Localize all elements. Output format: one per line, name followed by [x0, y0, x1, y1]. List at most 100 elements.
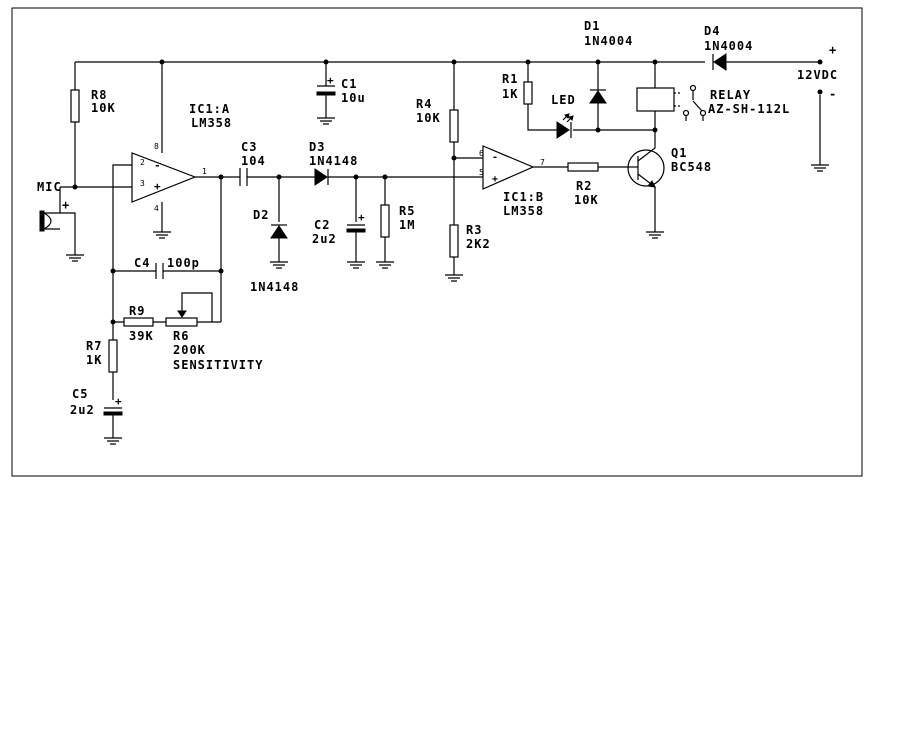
- ic1b-pin5: 5: [479, 168, 484, 177]
- ground-icon: [317, 117, 335, 125]
- supply-plus-label: +: [829, 43, 837, 57]
- ground-icon: [376, 261, 394, 269]
- relay-value: AZ-SH-112L: [708, 102, 790, 116]
- r3-ref: R3: [466, 223, 482, 237]
- r6-value: 200K: [173, 343, 206, 357]
- r7-value: 1K: [86, 353, 102, 367]
- r2-ref: R2: [576, 179, 592, 193]
- r1-value: 1K: [502, 87, 518, 101]
- resistor-r4: [449, 109, 459, 143]
- ic1b-pin6: 6: [479, 149, 484, 158]
- supply-minus-label: -: [829, 87, 837, 101]
- resistor-r7: [108, 339, 118, 373]
- ic1b-ref: IC1:B: [503, 190, 544, 204]
- c4-ref: C4: [134, 256, 150, 270]
- junctions: [72, 59, 658, 325]
- ground-icon: [445, 274, 463, 282]
- ic1a-pin2: 2: [140, 158, 145, 167]
- diode-d3: [314, 168, 329, 186]
- relay-icon: [636, 84, 707, 117]
- c5-ref: C5: [72, 387, 88, 401]
- resistor-r8: [70, 89, 80, 123]
- c3-ref: C3: [241, 140, 257, 154]
- capacitor-c4: [155, 263, 164, 279]
- d4-value: 1N4004: [704, 39, 753, 53]
- r5-ref: R5: [399, 204, 415, 218]
- opamp-ic1b: - +: [482, 145, 535, 190]
- svg-text:-: -: [154, 159, 162, 172]
- capacitor-c3: [239, 168, 248, 186]
- ground-icon: [153, 231, 171, 239]
- r8-value: 10K: [91, 101, 116, 115]
- ic1a-value: LM358: [191, 116, 232, 130]
- ic1b-pin7: 7: [540, 158, 545, 167]
- c2-value: 2u2: [312, 232, 337, 246]
- d3-value: 1N4148: [309, 154, 358, 168]
- r2-value: 10K: [574, 193, 599, 207]
- resistor-r5: [380, 204, 390, 238]
- svg-text:+: +: [358, 211, 366, 224]
- ground-icon: [104, 437, 122, 445]
- supply-terminals: [817, 59, 823, 95]
- ic1b-value: LM358: [503, 204, 544, 218]
- ic1a-pin8: 8: [154, 142, 159, 151]
- diode-d1: [589, 89, 607, 104]
- ground-icon: [347, 261, 365, 269]
- ground-icon: [270, 261, 288, 269]
- r4-value: 10K: [416, 111, 441, 125]
- resistor-r2: [567, 162, 599, 172]
- r3-value: 2K2: [466, 237, 491, 251]
- supply-voltage-label: 12VDC: [797, 68, 838, 82]
- c2-ref: C2: [314, 218, 330, 232]
- r1-ref: R1: [502, 72, 518, 86]
- d2-value: 1N4148: [250, 280, 299, 294]
- svg-text:+: +: [492, 174, 499, 185]
- d3-ref: D3: [309, 140, 325, 154]
- ic1a-pin4: 4: [154, 204, 159, 213]
- capacitor-c5: +: [103, 395, 123, 416]
- c3-value: 104: [241, 154, 266, 168]
- r5-value: 1M: [399, 218, 415, 232]
- ic1a-pin3: 3: [140, 179, 145, 188]
- microphone-icon: [39, 187, 61, 232]
- ground-icon: [811, 164, 829, 172]
- opamp-ic1a: - +: [131, 152, 197, 203]
- transistor-q1: [627, 142, 665, 194]
- c5-value: 2u2: [70, 403, 95, 417]
- ic1a-ref: IC1:A: [189, 102, 230, 116]
- relay-ref: RELAY: [710, 88, 751, 102]
- mic-label: MIC: [37, 180, 62, 194]
- svg-text:+: +: [154, 180, 162, 193]
- c1-ref: C1: [341, 77, 357, 91]
- resistor-r9: [123, 317, 154, 327]
- ic1a-pin1: 1: [202, 167, 207, 176]
- r6-name: SENSITIVITY: [173, 358, 263, 372]
- r9-value: 39K: [129, 329, 154, 343]
- svg-text:+: +: [115, 395, 123, 408]
- capacitor-c1: +: [316, 74, 336, 96]
- d1-value: 1N4004: [584, 34, 633, 48]
- svg-text:-: -: [492, 152, 499, 163]
- c4-value: 100p: [167, 256, 200, 270]
- led-icon: [556, 113, 574, 139]
- ground-symbols: [66, 117, 829, 445]
- d2-ref: D2: [253, 208, 269, 222]
- led-label: LED: [551, 93, 576, 107]
- resistor-r1: [523, 81, 533, 105]
- q1-ref: Q1: [671, 146, 687, 160]
- r4-ref: R4: [416, 97, 432, 111]
- svg-text:+: +: [327, 74, 335, 87]
- diode-d4: [712, 53, 727, 71]
- r7-ref: R7: [86, 339, 102, 353]
- schematic-border: [11, 7, 863, 477]
- r9-ref: R9: [129, 304, 145, 318]
- resistor-r3: [449, 224, 459, 258]
- ground-icon: [646, 231, 664, 239]
- c1-value: 10u: [341, 91, 366, 105]
- q1-value: BC548: [671, 160, 712, 174]
- d4-ref: D4: [704, 24, 720, 38]
- capacitor-c2: +: [346, 211, 366, 233]
- r8-ref: R8: [91, 88, 107, 102]
- r6-ref: R6: [173, 329, 189, 343]
